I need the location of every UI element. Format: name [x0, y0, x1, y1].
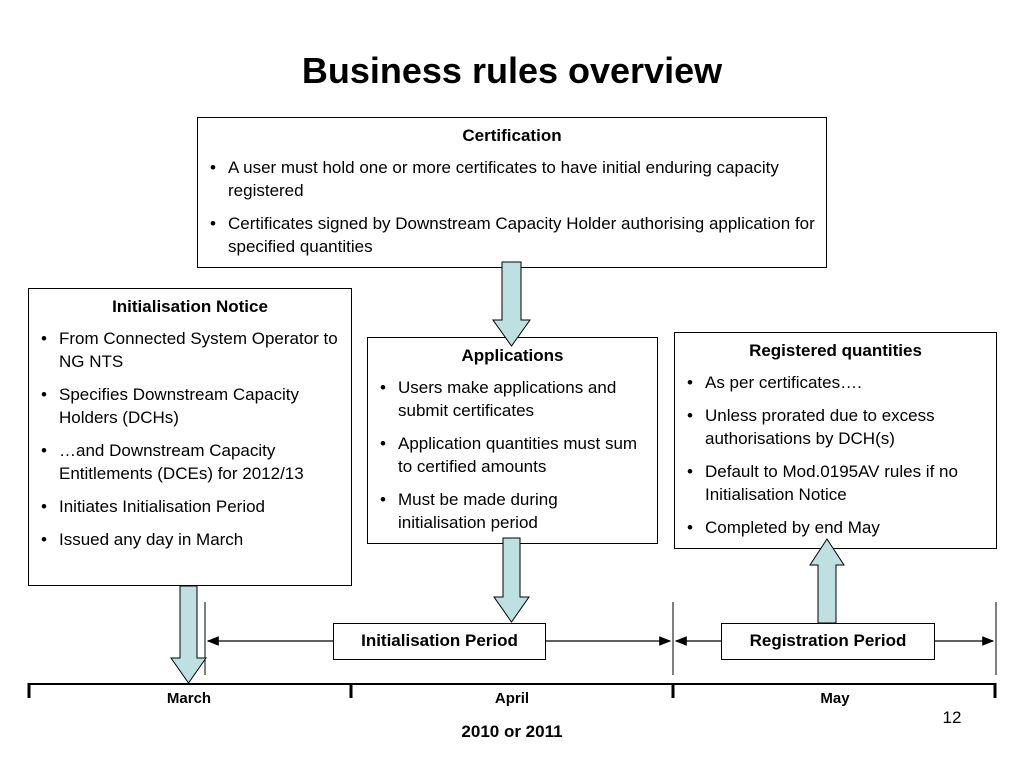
applications-bullet: Application quantities must sum to certi… [376, 432, 649, 478]
registered-quantities-bullet: Completed by end May [683, 516, 988, 539]
initialisation-notice-bullet: Issued any day in March [37, 528, 343, 551]
certification-bullet: Certificates signed by Downstream Capaci… [206, 212, 818, 258]
page-number: 12 [942, 708, 962, 727]
applications-heading: Applications [461, 346, 564, 365]
slide-title: Business rules overview [301, 50, 723, 91]
initialisation-notice-bullet: …and Downstream Capacity Entitlements (D… [37, 439, 343, 485]
applications-box: Applications Users make applications and… [367, 337, 658, 544]
applications-bullet: Must be made during initialisation perio… [376, 488, 649, 534]
certification-bullets: A user must hold one or more certificate… [206, 156, 818, 258]
certification-box: Certification A user must hold one or mo… [197, 117, 827, 268]
month-label-march: March [166, 690, 212, 707]
certification-bullet: A user must hold one or more certificate… [206, 156, 818, 202]
registered-quantities-heading: Registered quantities [749, 341, 922, 360]
initialisation-notice-heading: Initialisation Notice [112, 297, 268, 316]
initialisation-notice-box: Initialisation Notice From Connected Sys… [28, 288, 352, 586]
registered-quantities-bullet: Unless prorated due to excess authorisat… [683, 404, 988, 450]
registration-period-label: Registration Period [721, 623, 935, 660]
registered-quantities-bullets: As per certificates…. Unless prorated du… [683, 371, 988, 539]
initialisation-notice-bullet: Initiates Initialisation Period [37, 495, 343, 518]
registered-quantities-bullet: Default to Mod.0195AV rules if no Initia… [683, 460, 988, 506]
initialisation-notice-bullet: Specifies Downstream Capacity Holders (D… [37, 383, 343, 429]
applications-bullet: Users make applications and submit certi… [376, 376, 649, 422]
month-label-may: May [820, 690, 850, 707]
initialisation-notice-bullet: From Connected System Operator to NG NTS [37, 327, 343, 373]
registered-quantities-box: Registered quantities As per certificate… [674, 332, 997, 549]
initialisation-period-label: Initialisation Period [333, 623, 546, 660]
applications-bullets: Users make applications and submit certi… [376, 376, 649, 534]
month-label-april: April [494, 690, 530, 707]
registered-quantities-bullet: As per certificates…. [683, 371, 988, 394]
certification-heading: Certification [462, 126, 562, 145]
year-label: 2010 or 2011 [461, 722, 563, 741]
initialisation-notice-bullets: From Connected System Operator to NG NTS… [37, 327, 343, 551]
